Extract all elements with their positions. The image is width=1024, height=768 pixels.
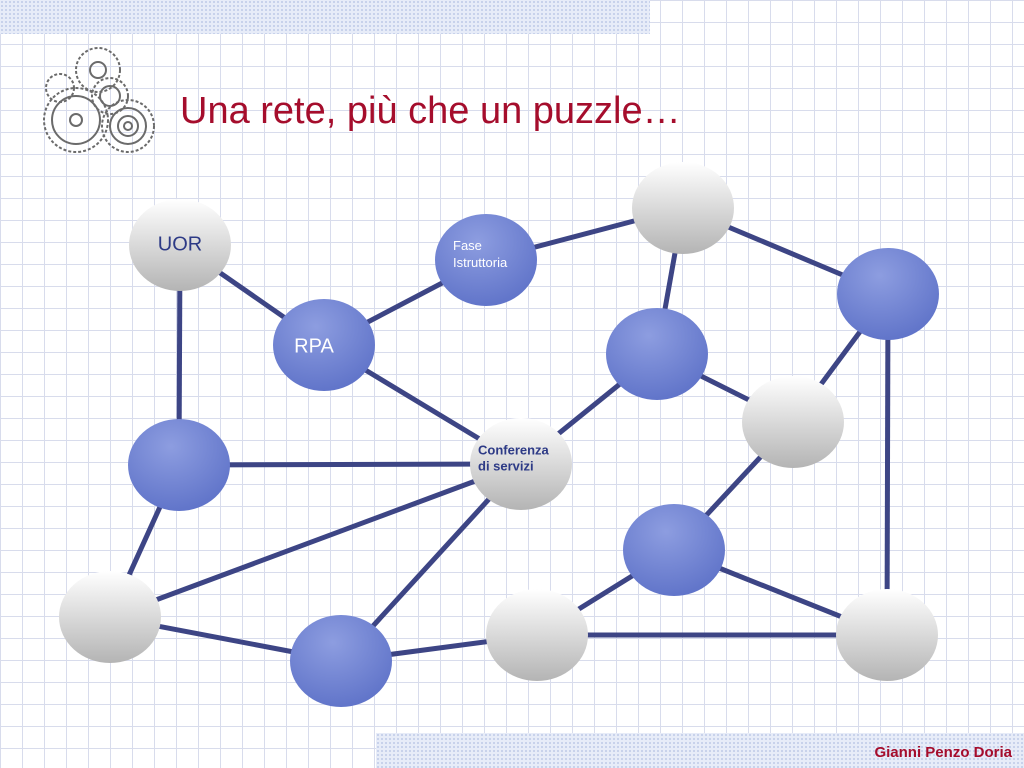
node-gray-bottom-mid-shape xyxy=(486,589,588,681)
node-fase-istruttoria-shape xyxy=(435,214,537,306)
gears-logo-icon xyxy=(43,47,155,153)
node-gray-bottom-right-shape xyxy=(836,589,938,681)
node-fase-istruttoria-label: Istruttoria xyxy=(453,255,508,270)
node-blue-left xyxy=(128,419,230,511)
node-rpa: RPA xyxy=(273,299,375,391)
node-blue-lower-center xyxy=(623,504,725,596)
author-credit: Gianni Penzo Doria xyxy=(874,744,1012,761)
node-blue-bottom xyxy=(290,615,392,707)
edge-g_bottom_left-conf xyxy=(109,461,522,620)
node-uor: UOR xyxy=(129,199,231,291)
node-conferenza-di-servizi-label: di servizi xyxy=(478,458,534,473)
node-gray-mid-right-shape xyxy=(742,376,844,468)
node-gray-top xyxy=(632,162,734,254)
header-band xyxy=(0,0,650,34)
node-gray-mid-right xyxy=(742,376,844,468)
node-gray-top-shape xyxy=(632,162,734,254)
node-conferenza-di-servizi-shape xyxy=(470,418,572,510)
edge-b_left-conf xyxy=(178,461,522,468)
node-gray-bottom-left xyxy=(59,571,161,663)
footer-band xyxy=(376,733,1024,768)
node-uor-shape xyxy=(129,199,231,291)
node-blue-right-shape xyxy=(837,248,939,340)
edge-b_right-g_bottom_right xyxy=(884,293,891,636)
node-fase-istruttoria-label: Fase xyxy=(453,238,482,253)
node-blue-left-shape xyxy=(128,419,230,511)
node-blue-bottom-shape xyxy=(290,615,392,707)
node-uor-label: UOR xyxy=(158,233,202,255)
node-rpa-shape xyxy=(273,299,375,391)
node-gray-bottom-left-shape xyxy=(59,571,161,663)
slide-title: Una rete, più che un puzzle… xyxy=(180,90,681,132)
node-rpa-label: RPA xyxy=(294,335,334,357)
node-blue-center-shape xyxy=(606,308,708,400)
node-gray-bottom-right xyxy=(836,589,938,681)
node-blue-center xyxy=(606,308,708,400)
node-conferenza-di-servizi-label: Conferenza xyxy=(478,442,550,457)
node-blue-lower-center-shape xyxy=(623,504,725,596)
node-gray-bottom-mid xyxy=(486,589,588,681)
node-blue-right xyxy=(837,248,939,340)
